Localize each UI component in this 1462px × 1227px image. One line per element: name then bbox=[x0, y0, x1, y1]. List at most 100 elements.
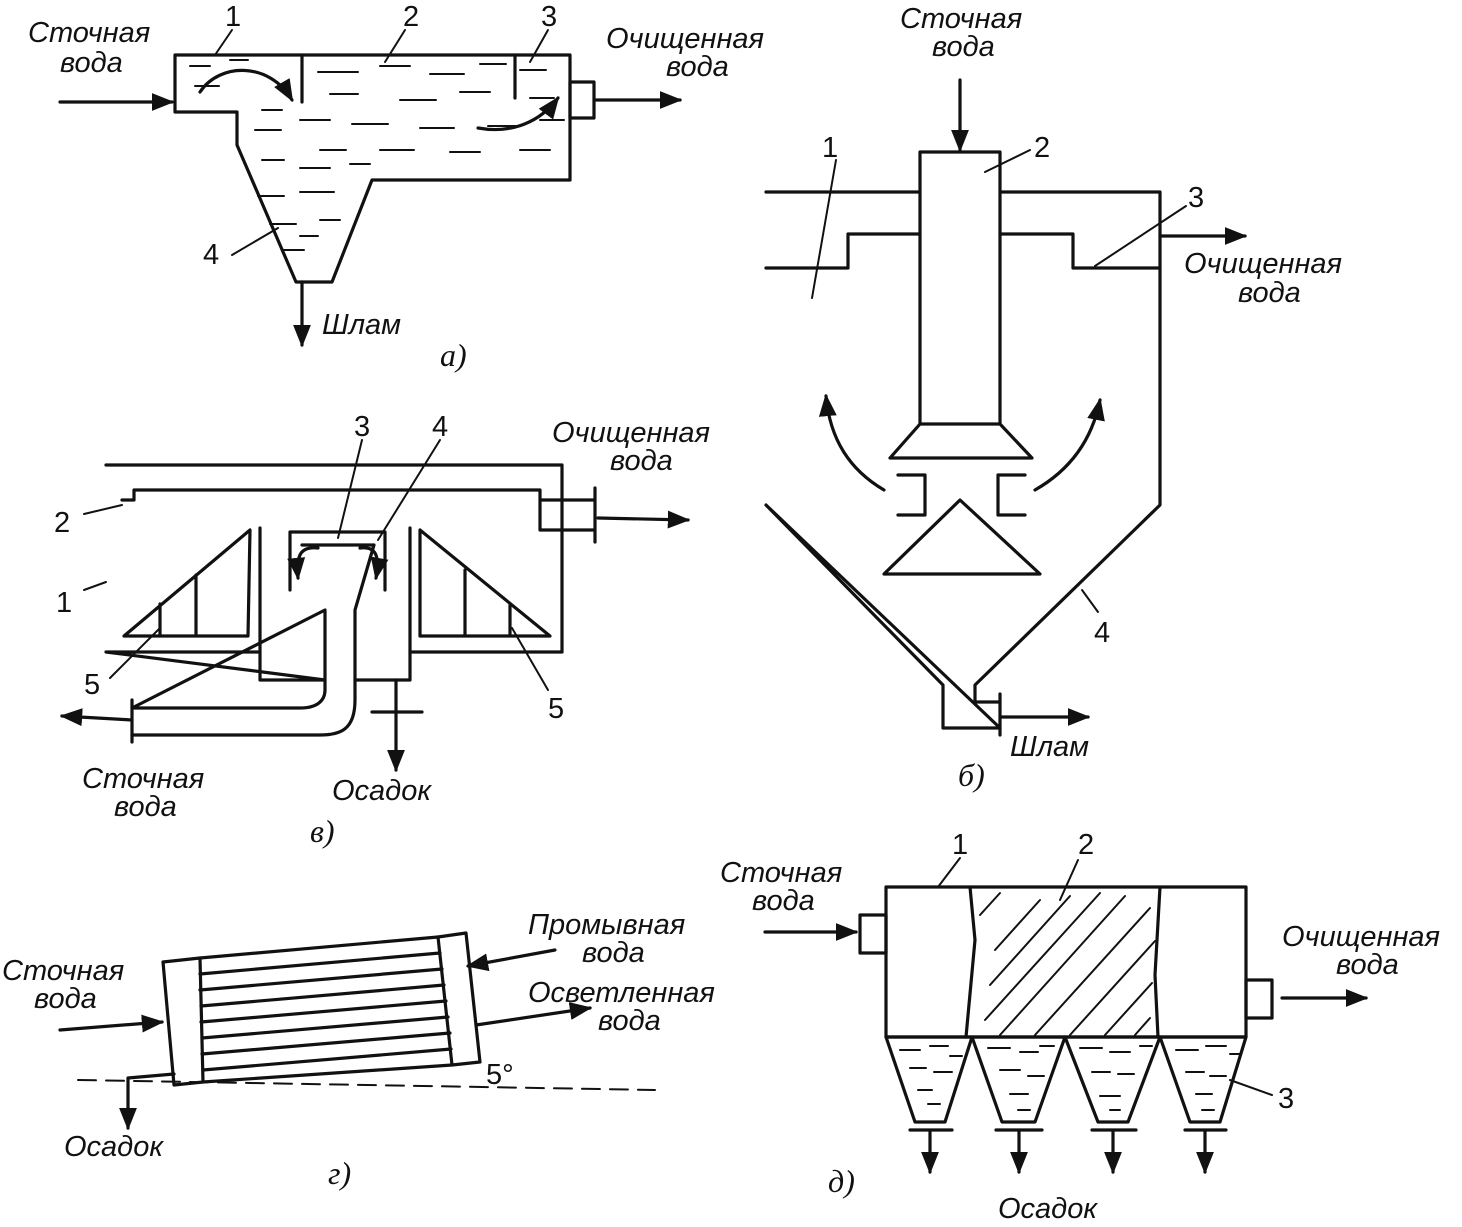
diagram-d-sediment-label: Осадок bbox=[998, 1193, 1098, 1225]
diagram-d-caption: д) bbox=[828, 1163, 855, 1199]
diagram-b-number-1: 1 bbox=[822, 132, 838, 164]
diagram-a-horizontal-settler: 1 2 3 4 Сточная вода Очищенная вода Шлам… bbox=[28, 1, 764, 373]
diagram-a-inlet-label-line1: Сточная bbox=[28, 17, 150, 49]
diagram-a-number-3: 3 bbox=[541, 1, 557, 33]
diagram-b-sludge-label: Шлам bbox=[1010, 731, 1089, 763]
diagram-a-flow-arrow-2 bbox=[476, 96, 560, 132]
diagram-g-end-cap-left bbox=[161, 956, 205, 1087]
diagram-v-sediment-label: Осадок bbox=[332, 775, 432, 807]
diagram-d-leader-3 bbox=[1229, 1079, 1273, 1096]
diagram-b-number-2: 2 bbox=[1034, 132, 1050, 164]
diagram-d-outlet-label-line2: вода bbox=[1336, 949, 1399, 981]
diagram-b-leader-4 bbox=[1081, 589, 1099, 613]
diagram-b-leader-1 bbox=[811, 159, 837, 299]
diagram-d-number-2: 2 bbox=[1078, 829, 1094, 861]
diagram-d-inlet-label-line1: Сточная bbox=[720, 857, 842, 889]
diagram-b-tank-outline bbox=[764, 190, 1162, 730]
diagram-v-tank-outline bbox=[104, 463, 564, 682]
diagram-v-inlet-label-line1: Сточная bbox=[82, 763, 204, 795]
diagram-g-plate-module: 5° Сточная вода Промывная вода Осветленн… bbox=[2, 909, 715, 1191]
diagram-b-outlet-label-line2: вода bbox=[1238, 277, 1301, 309]
diagram-g-base-dashed-line bbox=[77, 1079, 656, 1091]
diagram-v-scraper-right bbox=[418, 528, 552, 638]
diagram-v-outflow-arrow-left bbox=[287, 546, 320, 581]
diagram-g-wash-label-line1: Промывная bbox=[528, 909, 685, 941]
diagram-b-caption: б) bbox=[958, 757, 985, 793]
diagram-b-overflow-trough-right bbox=[998, 232, 1162, 270]
diagram-d-outlet-pipe bbox=[1244, 978, 1274, 1020]
diagram-g-angle-label: 5° bbox=[486, 1059, 514, 1091]
diagram-a-leader-1 bbox=[214, 29, 233, 56]
diagram-a-inlet-label-line2: вода bbox=[60, 47, 123, 79]
diagram-g-plates bbox=[198, 935, 454, 1084]
diagram-d-outlet-label-line1: Очищенная bbox=[1282, 921, 1440, 953]
diagram-v-outflow-arrow-right bbox=[358, 546, 389, 581]
diagram-d-number-3: 3 bbox=[1278, 1083, 1294, 1115]
diagram-d-hoppers bbox=[884, 1035, 1248, 1132]
diagram-d-filter-block-hatching bbox=[979, 892, 1156, 1036]
diagram-v-collector-trough bbox=[120, 488, 564, 502]
diagram-d-number-1: 1 bbox=[952, 829, 968, 861]
diagram-v-scraper-left bbox=[122, 528, 252, 638]
diagram-b-bottom-deflector bbox=[882, 498, 1042, 576]
diagram-a-flow-arrow-1 bbox=[198, 68, 294, 102]
diagram-v-caption: в) bbox=[310, 813, 335, 849]
diagram-v-outlet-pipe bbox=[538, 486, 597, 544]
diagram-v-number-5-right: 5 bbox=[548, 693, 564, 725]
diagram-g-sediment-label: Осадок bbox=[64, 1131, 164, 1163]
diagram-b-inlet-label-line1: Сточная bbox=[900, 3, 1022, 35]
diagram-a-tank-outline bbox=[173, 53, 572, 284]
diagram-b-leader-2 bbox=[984, 149, 1031, 173]
diagram-g-wash-arrow bbox=[465, 948, 557, 972]
diagram-b-vertical-settler: 1 2 3 4 Сточная вода Очищенная вода Шлам… bbox=[764, 3, 1342, 793]
diagram-b-flow-arrow-right bbox=[1033, 397, 1105, 492]
diagram-b-number-4: 4 bbox=[1094, 617, 1110, 649]
diagram-v-leader-1 bbox=[83, 581, 107, 591]
diagram-b-outlet-label-line1: Очищенная bbox=[1184, 248, 1342, 280]
diagram-a-leader-2 bbox=[384, 29, 406, 63]
diagram-d-leader-2 bbox=[1059, 859, 1079, 901]
diagram-g-inlet-arrow bbox=[58, 1014, 165, 1033]
diagram-v-number-3: 3 bbox=[354, 411, 370, 443]
diagram-b-central-pipe bbox=[918, 150, 1002, 426]
diagram-a-outlet-label-line2: вода bbox=[666, 51, 729, 83]
diagram-v-inlet-riser bbox=[130, 543, 376, 737]
diagram-g-inlet-label-line1: Сточная bbox=[2, 955, 124, 987]
diagram-g-clarified-label-line1: Осветленная bbox=[528, 977, 715, 1009]
diagram-v-leader-3 bbox=[337, 439, 363, 539]
diagram-v-leader-5-left bbox=[109, 627, 161, 679]
diagram-a-leader-3 bbox=[529, 29, 549, 63]
diagram-b-guide-right bbox=[996, 473, 1027, 517]
diagram-g-caption: г) bbox=[328, 1155, 351, 1191]
diagram-d-filter-block bbox=[964, 885, 1162, 1039]
diagram-b-flow-arrow-left bbox=[818, 393, 886, 492]
diagram-v-number-5-left: 5 bbox=[84, 669, 100, 701]
diagram-v-leader-2 bbox=[83, 504, 123, 515]
diagram-d-filter-settler: 1 2 3 Сточная вода Очищенная вода Осадок… bbox=[720, 829, 1440, 1225]
diagram-v-outlet-label-line2: вода bbox=[610, 445, 673, 477]
diagram-d-inlet-label-line2: вода bbox=[752, 885, 815, 917]
diagram-a-sludge-label: Шлам bbox=[322, 309, 401, 341]
diagram-a-outlet-pipe bbox=[568, 80, 596, 120]
diagram-b-overflow-trough-left bbox=[764, 232, 922, 270]
diagram-g-end-cap-right bbox=[436, 931, 482, 1067]
diagram-a-number-4: 4 bbox=[203, 239, 219, 271]
diagram-d-inlet-pipe bbox=[858, 913, 888, 955]
diagram-a-outlet-label-line1: Очищенная bbox=[606, 23, 764, 55]
diagram-g-inlet-label-line2: вода bbox=[34, 983, 97, 1015]
diagram-d-leader-1 bbox=[937, 857, 961, 888]
diagram-b-guide-left bbox=[896, 473, 927, 517]
diagram-v-leader-4 bbox=[377, 439, 441, 541]
diagram-g-wash-label-line2: вода bbox=[582, 937, 645, 969]
diagram-v-radial-settler: 1 2 3 4 5 5 Очищенная вода Сточная вода … bbox=[54, 411, 710, 849]
diagram-b-inlet-label-line2: вода bbox=[932, 31, 995, 63]
diagram-v-number-4: 4 bbox=[432, 411, 448, 443]
diagram-g-clarified-label-line2: вода bbox=[598, 1005, 661, 1037]
diagram-a-caption: а) bbox=[440, 337, 467, 373]
diagram-v-inlet-label-line2: вода bbox=[114, 791, 177, 823]
diagram-b-number-3: 3 bbox=[1188, 182, 1204, 214]
diagram-v-number-1: 1 bbox=[56, 587, 72, 619]
diagram-g-sediment-pipe bbox=[119, 1072, 176, 1131]
diagram-a-number-2: 2 bbox=[403, 1, 419, 33]
